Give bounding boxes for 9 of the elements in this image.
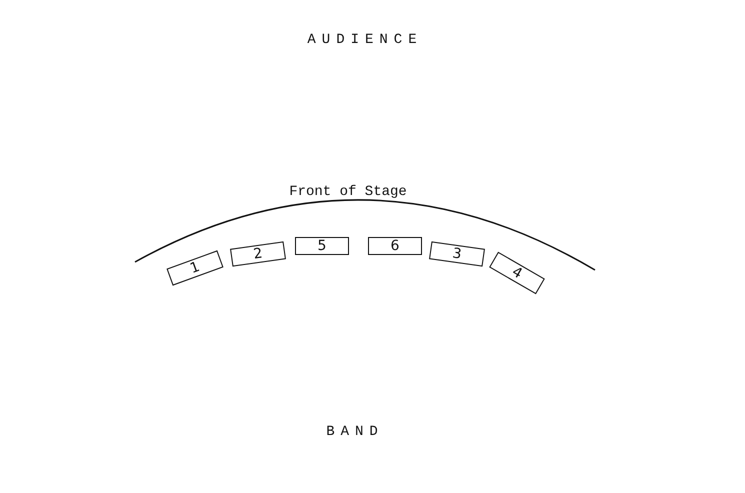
musician-position-box: 1 [166,250,224,286]
musician-position-box: 5 [295,237,349,255]
musician-position-box: 6 [368,237,422,255]
musician-position-box: 2 [230,241,286,267]
musician-position-box: 4 [489,252,545,294]
stage-front-label: Front of Stage [289,184,407,200]
musician-position-box: 3 [429,241,485,267]
audience-label: AUDIENCE [307,32,423,48]
band-label: BAND [326,424,384,440]
